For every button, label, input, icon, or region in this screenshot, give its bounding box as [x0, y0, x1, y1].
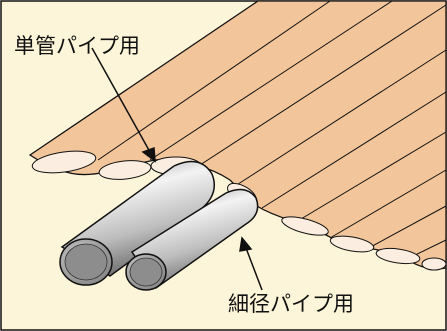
- thin-pipe-arrow: [245, 247, 263, 291]
- single-pipe: [59, 160, 215, 286]
- thin-pipe-label: 細径パイプ用: [228, 292, 354, 316]
- single-pipe-arrowhead: [141, 146, 156, 163]
- single-pipe-label: 単管パイプ用: [14, 34, 140, 58]
- sleeve-ridges: [97, 0, 447, 261]
- single-pipe-arrow: [91, 47, 151, 153]
- thin-pipe-arrowhead: [239, 236, 253, 252]
- thin-pipe: [125, 188, 259, 291]
